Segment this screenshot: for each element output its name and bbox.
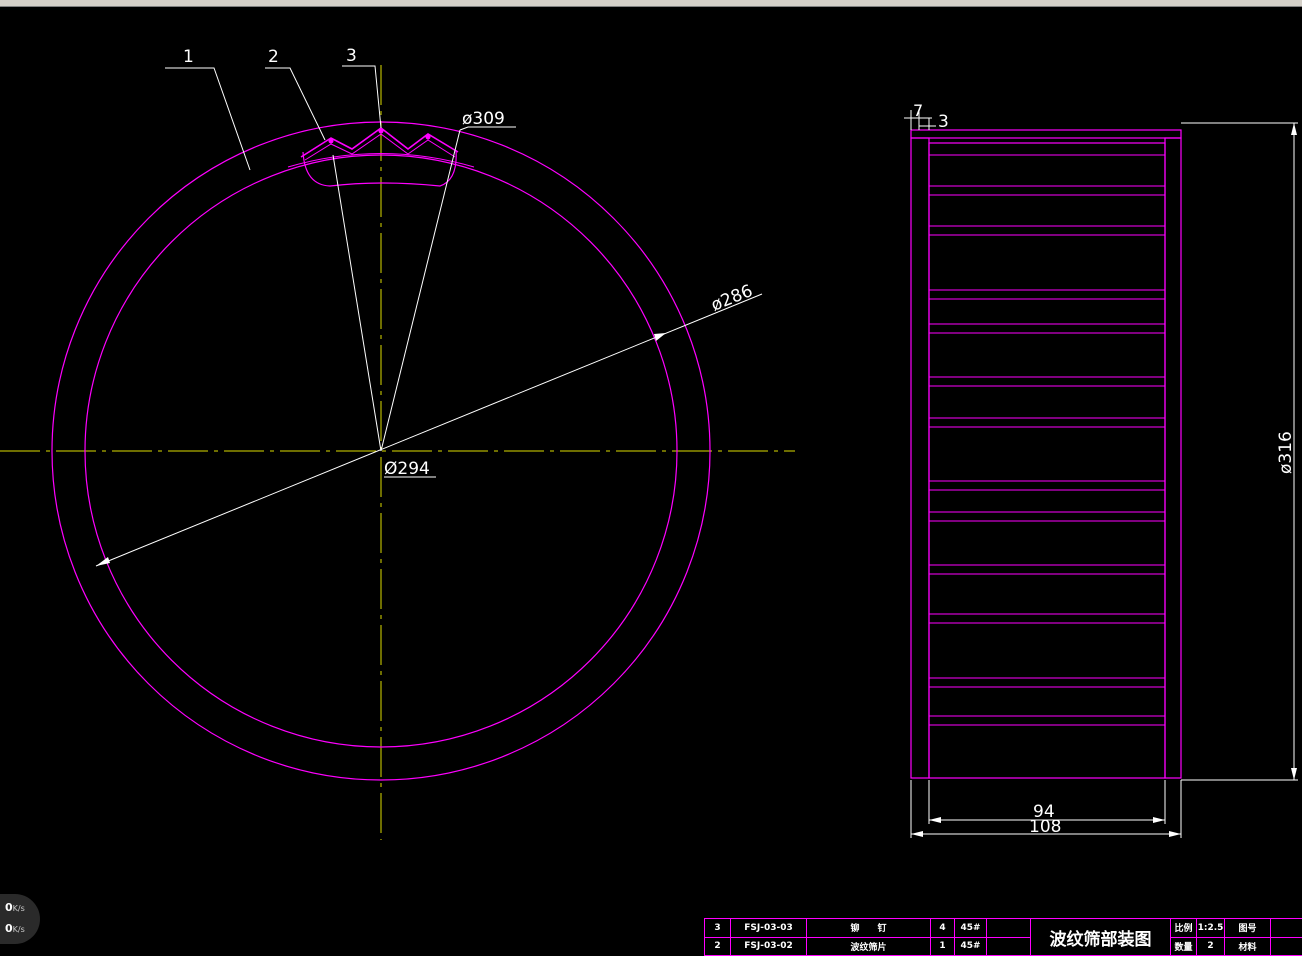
drawing-number-value	[1270, 918, 1302, 938]
blank-cell	[986, 918, 1031, 938]
wave-screen-zigzag	[300, 126, 459, 158]
part-material: 45#	[954, 936, 987, 956]
leader-line-2	[265, 67, 326, 141]
blank-cell	[986, 936, 1031, 956]
leader-line-3	[342, 65, 382, 129]
part-name: 波纹筛片	[806, 936, 931, 956]
part-no: 3	[704, 918, 731, 938]
parts-row: 2 FSJ-03-02 波纹筛片 1 45# 数量 2 材料	[704, 936, 1302, 956]
part-qty: 4	[930, 918, 955, 938]
toolbar-strip	[0, 0, 1302, 7]
radial-dim-line-left	[332, 154, 382, 452]
diameter-dim-line-286	[95, 311, 719, 567]
arrowhead	[929, 817, 941, 823]
drawing-title: 波纹筛部装图	[1030, 918, 1171, 956]
side-view-slats	[929, 185, 1165, 726]
callout-3: 3	[346, 46, 357, 66]
part-name: 铆 钉	[806, 918, 931, 938]
drawing-number-label: 图号	[1224, 918, 1271, 938]
cad-drawing-canvas[interactable]: 1 2 3 ø309 ø286 Ø294 94 108 ø316 7 3	[0, 6, 1302, 918]
download-speed: 0K/s	[5, 922, 25, 935]
dim-d286: ø286	[708, 281, 755, 316]
inner-ring-circle	[84, 154, 678, 748]
side-view-top-band	[910, 129, 1182, 139]
side-view-left-flange	[910, 137, 930, 779]
part-material: 45#	[954, 918, 987, 938]
part-no: 2	[704, 936, 731, 956]
network-speed-widget[interactable]: 0K/s 0K/s	[0, 894, 40, 944]
arrowhead	[1291, 768, 1297, 780]
rivet-mark	[378, 128, 384, 134]
scale-value: 1:2.5	[1196, 918, 1225, 938]
side-view	[910, 129, 1182, 779]
arrowhead	[1169, 831, 1181, 837]
arrowhead	[911, 831, 923, 837]
quantity-value: 2	[1196, 936, 1225, 956]
dim-w108: 108	[1029, 817, 1061, 837]
rivet-mark	[328, 138, 334, 144]
arrowhead	[1291, 123, 1297, 135]
upload-speed: 0K/s	[5, 901, 25, 914]
dim-w3: 3	[938, 112, 949, 132]
part-qty: 1	[930, 936, 955, 956]
radial-dim-line-right	[380, 129, 461, 452]
arrowhead	[654, 333, 666, 341]
d309-leader	[459, 126, 516, 131]
dim-d294: Ø294	[384, 459, 430, 479]
arrowhead	[1153, 817, 1165, 823]
quantity-label: 数量	[1170, 936, 1197, 956]
callout-1: 1	[183, 47, 194, 67]
title-block: 3 FSJ-03-03 铆 钉 4 45# 波纹筛部装图 比例 1:2.5 图号…	[704, 918, 1302, 956]
rivet-mark	[425, 134, 431, 140]
arrowhead	[96, 557, 110, 566]
dim-w94: 94	[1033, 802, 1055, 822]
material-value	[1270, 936, 1302, 956]
scale-label: 比例	[1170, 918, 1197, 938]
callout-2: 2	[268, 47, 279, 67]
outer-ring-circle	[51, 121, 711, 781]
screen-pocket-outline	[302, 149, 457, 187]
d286-underline	[717, 293, 763, 313]
side-view-body	[928, 142, 1166, 779]
side-view-right-flange	[1164, 137, 1182, 779]
parts-row: 3 FSJ-03-03 铆 钉 4 45# 波纹筛部装图 比例 1:2.5 图号	[704, 918, 1302, 956]
part-code: FSJ-03-03	[730, 918, 807, 938]
part-code: FSJ-03-02	[730, 936, 807, 956]
dim-d309: ø309	[462, 109, 505, 129]
dim-w7: 7	[913, 101, 923, 120]
dim-d316: ø316	[1276, 431, 1296, 474]
leader-line-1	[165, 67, 251, 171]
wave-screen-zigzag-inner	[304, 133, 456, 161]
material-label: 材料	[1224, 936, 1271, 956]
